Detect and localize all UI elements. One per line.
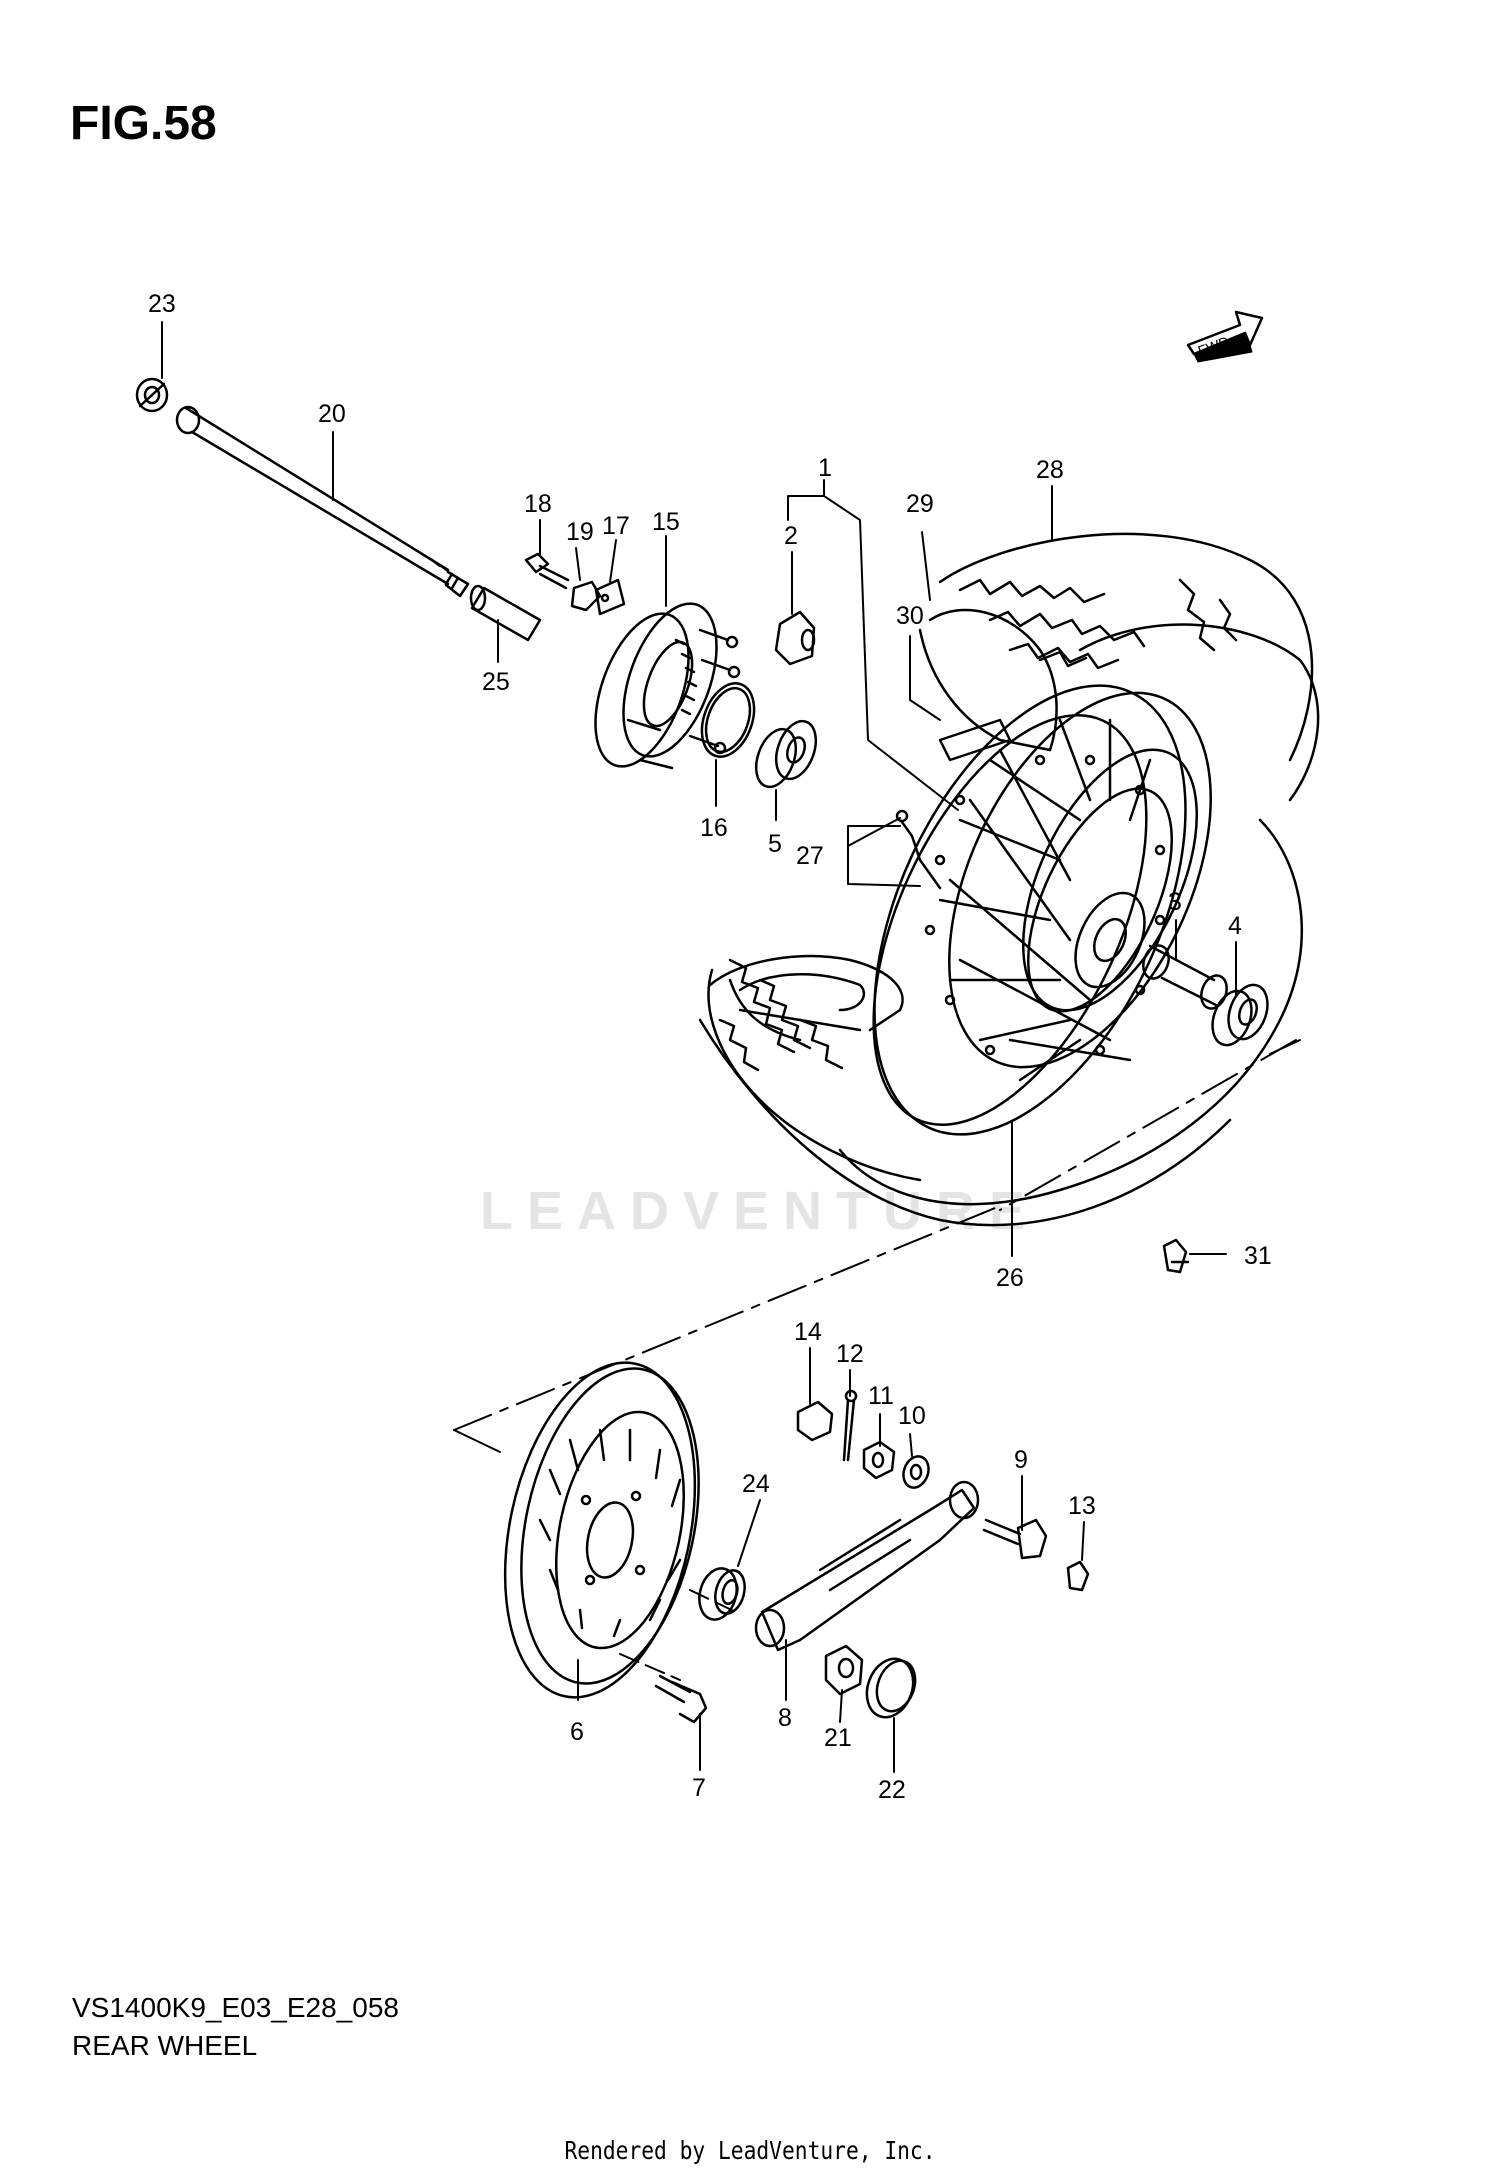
callout-21: 21 — [824, 1724, 852, 1752]
callout-numbers: 23 20 18 19 17 15 25 16 5 2 1 29 28 30 2… — [148, 290, 1272, 1804]
part-29-tube-lower — [708, 954, 904, 1042]
figure-title: FIG.58 — [70, 97, 217, 150]
assembly-lines — [453, 1039, 1301, 1681]
callout-16: 16 — [700, 814, 728, 842]
callout-26: 26 — [996, 1264, 1024, 1292]
leader-lines — [161, 321, 1237, 1773]
part-13-nut — [1066, 1560, 1090, 1592]
callout-19: 19 — [566, 518, 594, 546]
callout-17: 17 — [602, 512, 630, 540]
callout-6: 6 — [570, 1718, 584, 1746]
callout-22: 22 — [878, 1776, 906, 1804]
model-code: VS1400K9_E03_E28_058 — [72, 1992, 399, 2023]
part-9-bolt — [982, 1518, 1048, 1560]
part-2-damper — [774, 610, 816, 666]
part-18-bolt — [524, 552, 570, 590]
part-16-o-ring — [700, 682, 756, 758]
diagram-name: REAR WHEEL — [72, 2030, 258, 2061]
part-22-cap — [865, 1657, 917, 1719]
callout-27: 27 — [796, 842, 824, 870]
callout-14: 14 — [794, 1318, 822, 1346]
part-8-torque-link — [754, 1480, 980, 1652]
part-21-nut — [824, 1644, 864, 1696]
part-6-brake-disc — [503, 1361, 700, 1699]
rendered-by-credit: Rendered by LeadVenture, Inc. — [564, 2136, 936, 2165]
callout-20: 20 — [318, 400, 346, 428]
callout-7: 7 — [692, 1774, 706, 1802]
part-30-tube — [918, 608, 1058, 762]
part-19-17-plates — [570, 578, 626, 616]
callout-5: 5 — [768, 830, 782, 858]
fwd-arrow-icon: FWD — [1186, 310, 1264, 363]
part-1-wheel — [872, 684, 1212, 1136]
callout-15: 15 — [652, 508, 680, 536]
part-31-clip — [1162, 1238, 1190, 1274]
part-10-washer — [902, 1455, 930, 1489]
part-4-bearing — [1211, 983, 1269, 1047]
part-23-nut — [135, 377, 169, 413]
callout-28: 28 — [1036, 456, 1064, 484]
callout-23: 23 — [148, 290, 176, 318]
part-24-bushing — [698, 1567, 746, 1621]
callout-18: 18 — [524, 490, 552, 518]
callout-13: 13 — [1068, 1492, 1096, 1520]
part-7-bolt — [654, 1674, 708, 1724]
part-20-axle — [175, 405, 470, 598]
callout-29: 29 — [906, 490, 934, 518]
watermark: LEADVENTURE — [480, 1181, 1040, 1241]
part-27-valve — [895, 809, 942, 890]
callout-31: 31 — [1244, 1242, 1272, 1270]
callout-1: 1 — [818, 454, 832, 482]
callout-10: 10 — [898, 1402, 926, 1430]
callout-30: 30 — [896, 602, 924, 630]
callout-9: 9 — [1014, 1446, 1028, 1474]
callout-11: 11 — [868, 1382, 894, 1410]
part-5-bearing — [754, 719, 818, 789]
part-11-nut — [862, 1440, 896, 1480]
part-28-tire — [698, 532, 1320, 1227]
part-14-nut — [796, 1400, 834, 1442]
callout-25: 25 — [482, 668, 510, 696]
callout-2: 2 — [784, 522, 798, 550]
callout-8: 8 — [778, 1704, 792, 1732]
callout-4: 4 — [1228, 912, 1242, 940]
callout-12: 12 — [836, 1340, 864, 1368]
part-25-collar — [469, 584, 542, 642]
part-12-cotter-pin — [842, 1389, 858, 1462]
callout-3: 3 — [1168, 888, 1182, 916]
part-26-tire — [707, 958, 922, 1182]
callout-24: 24 — [742, 1470, 770, 1498]
